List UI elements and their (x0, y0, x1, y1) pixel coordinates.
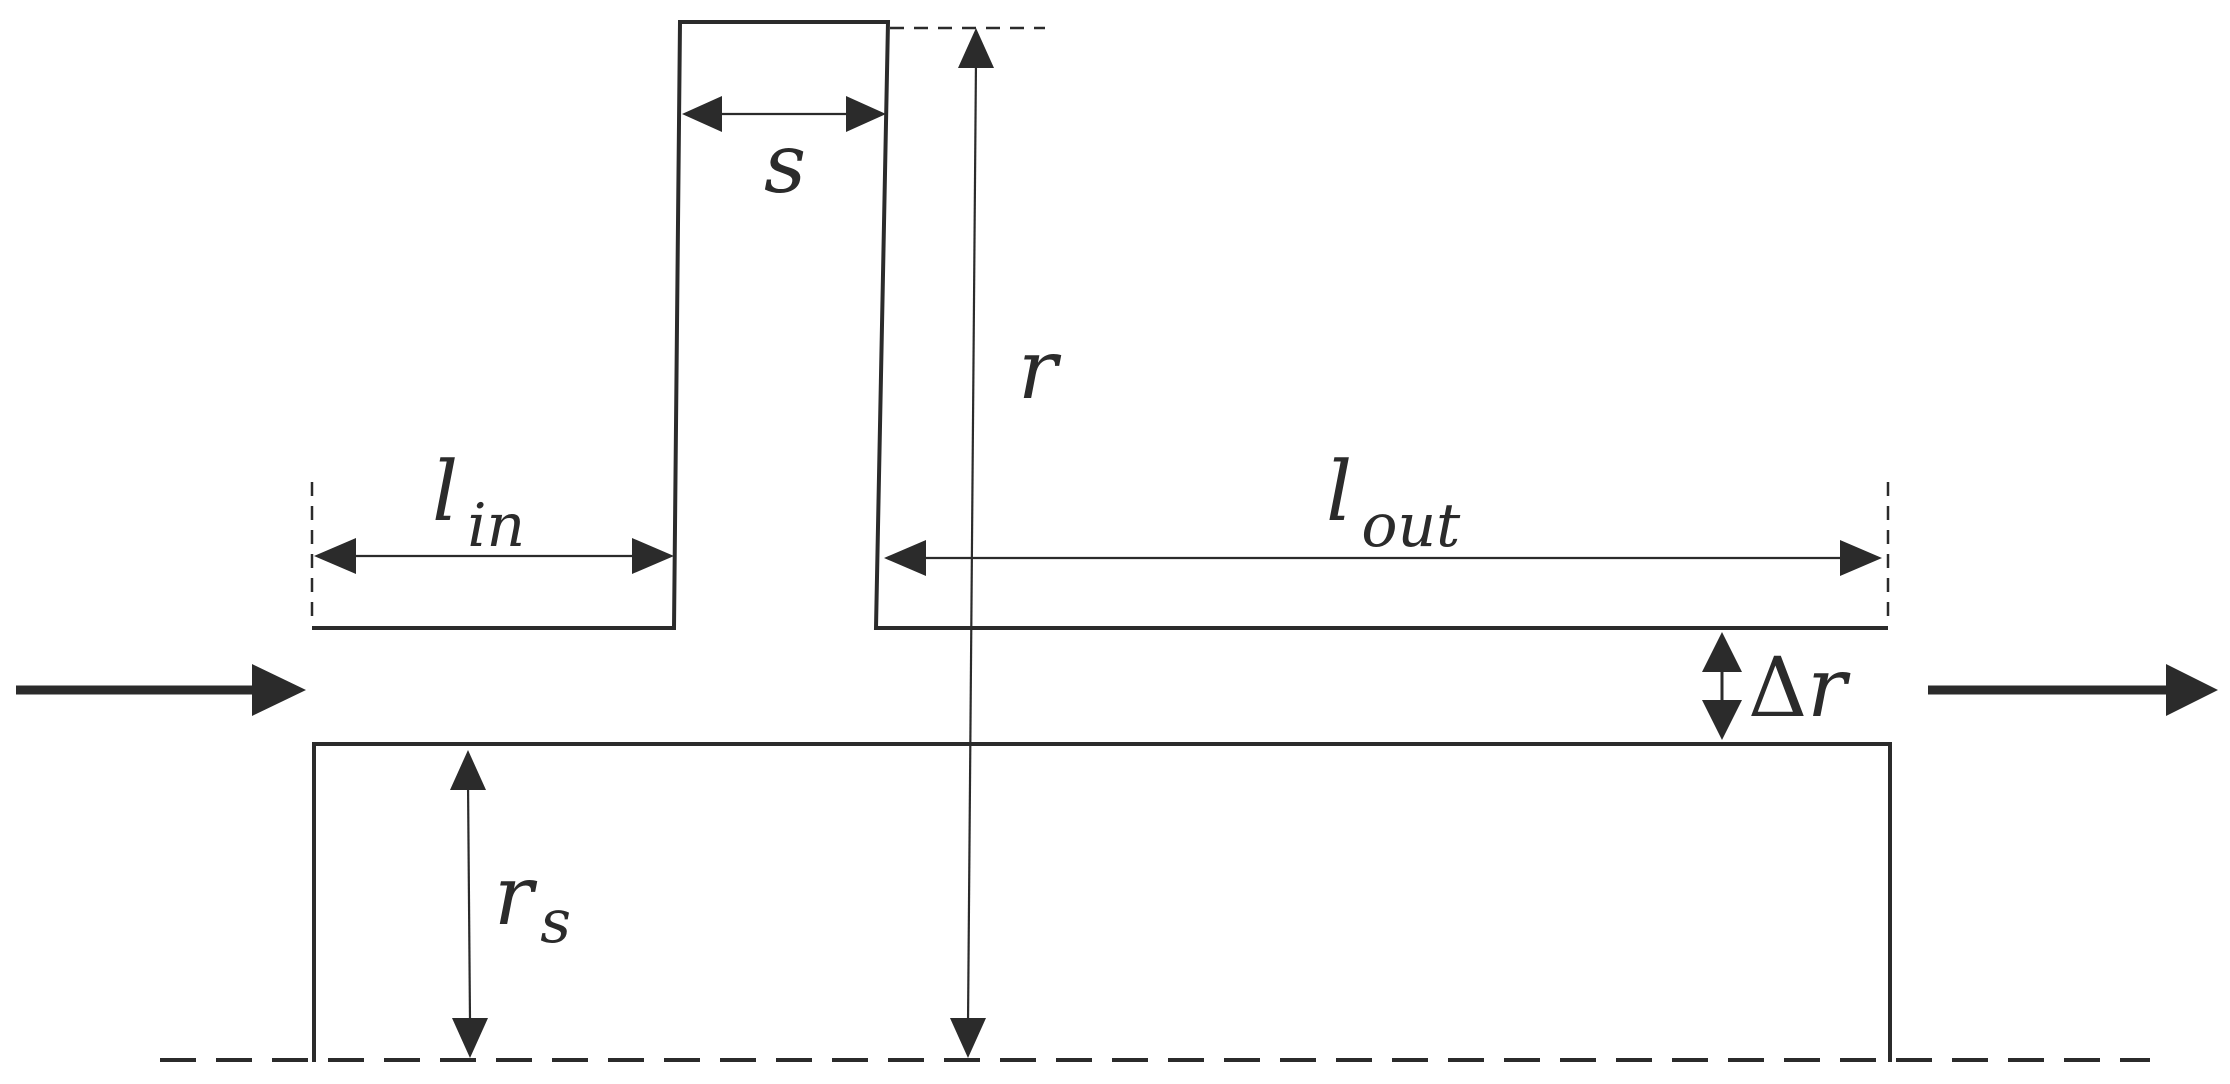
dimension-arrow-l-in (314, 538, 674, 574)
outflow-arrow (1928, 664, 2218, 716)
label-l-in: l in (432, 445, 525, 561)
dimension-arrow-delta-r (1702, 632, 1742, 740)
dimension-arrow-l-out (884, 540, 1882, 576)
lower-body-outline (312, 742, 1892, 1062)
label-delta-r: Δr (1748, 641, 1851, 736)
dimension-arrow-r-s (450, 750, 488, 1058)
label-l-out: l out (1326, 445, 1461, 561)
label-s: s (764, 117, 806, 212)
dimension-arrow-r (950, 28, 994, 1058)
upper-wall-outline (312, 20, 1888, 630)
label-r: r (1018, 323, 1062, 418)
label-r-s: r s (494, 849, 571, 957)
inflow-arrow (16, 664, 306, 716)
dimension-arrow-s (682, 96, 886, 132)
